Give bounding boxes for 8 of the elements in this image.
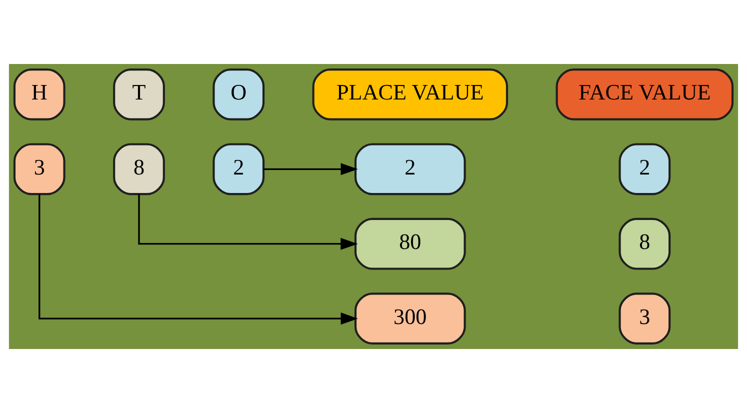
node-box: FACE VALUE	[556, 68, 734, 120]
node-box: 2	[354, 142, 466, 195]
arrow	[138, 194, 358, 250]
arrow	[264, 162, 358, 175]
node-box: PLACE VALUE	[312, 68, 508, 120]
node-box: 300	[354, 292, 466, 344]
arrow	[38, 194, 358, 324]
node-box: 80	[354, 217, 466, 270]
